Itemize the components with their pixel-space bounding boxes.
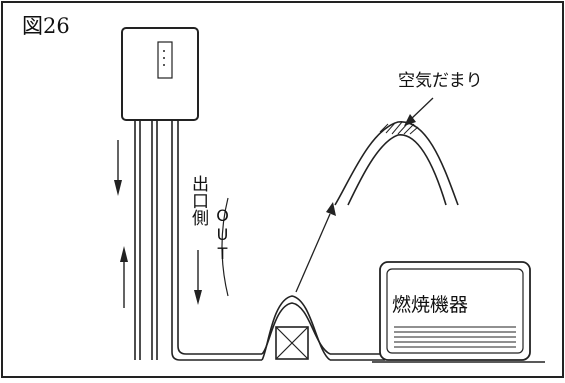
air-pocket-arrow-icon: [404, 97, 434, 126]
outlet-paren-bracket: [221, 197, 229, 297]
left-pipes: [134, 120, 158, 360]
up-arrow-icon: [120, 246, 128, 308]
valve-box: [275, 326, 309, 360]
outlet-down-arrow-icon: [194, 250, 202, 305]
enlarged-arch: [334, 121, 459, 206]
figure-label: 図26: [22, 14, 70, 38]
outlet-code: OUT: [213, 206, 232, 263]
magnify-arrow-icon: [295, 202, 336, 293]
outlet-pipe: [171, 120, 262, 361]
burner-label: 燃焼機器: [392, 294, 469, 316]
outlet-label-text: 出口側: [188, 175, 208, 226]
outlet-label: 出口側: [188, 175, 208, 226]
down-arrow-icon: [114, 140, 122, 196]
air-pocket-label: 空気だまり: [398, 71, 483, 91]
pipe-hump: [261, 295, 385, 361]
water-heater-unit: [121, 27, 199, 121]
burner-appliance: [372, 261, 545, 363]
